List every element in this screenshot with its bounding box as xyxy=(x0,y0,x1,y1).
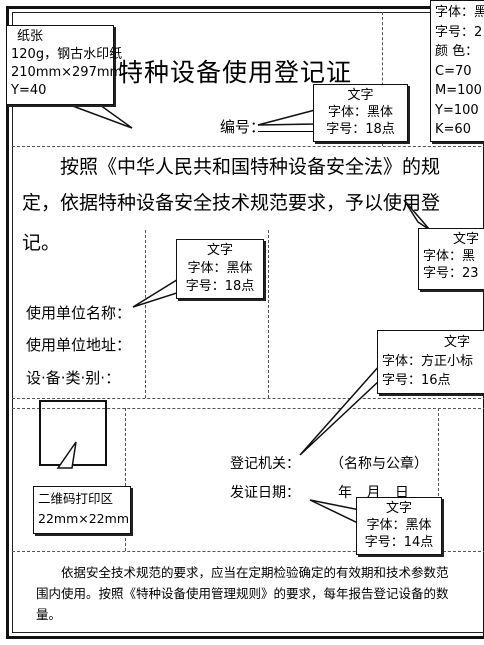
guide-line xyxy=(12,146,484,147)
color-callout-line: 字体：黑 xyxy=(435,5,484,20)
authority-callout-line: 字号：16点 xyxy=(382,373,451,388)
authority-callout-line: 字体：方正小标 xyxy=(382,354,474,369)
issue-date-label: 发证日期： xyxy=(230,485,300,501)
fields-callout-line: 文字 xyxy=(206,243,233,258)
guide-line xyxy=(145,230,146,398)
color-callout-line: Y=100 xyxy=(435,102,479,118)
unit-name-label: 使用单位名称： xyxy=(26,304,132,322)
color-callout-line: 字号：2 xyxy=(435,24,483,40)
serial-callout-line: 字号：18点 xyxy=(326,122,395,137)
sign-callout-line: 文字 xyxy=(385,501,412,516)
body-line-3: 记。 xyxy=(22,232,61,254)
paper-callout-line: 120g，钢古水印纸 xyxy=(11,47,123,62)
sign-font-callout: 文字 字体：黑体 字号：14点 xyxy=(356,497,442,555)
authority-callout-tail xyxy=(299,363,381,456)
guide-line xyxy=(382,12,383,146)
serial-font-callout: 文字 字体：黑体 字号：18点 xyxy=(313,84,408,142)
sign-callout-tail xyxy=(309,499,361,526)
color-spec-callout: 字体：黑 字号：2 颜 色： C=70 M=100 Y=100 K=60 xyxy=(430,0,484,142)
authority-font-callout: 文字 字体：方正小标 字号：16点 xyxy=(377,330,484,394)
color-callout-line: C=70 xyxy=(435,63,472,79)
fields-callout-tail xyxy=(132,276,181,308)
authority-callout-line: 文字 xyxy=(444,335,471,350)
body-line-2: 定，依据特种设备安全技术规范要求，予以使用登 xyxy=(22,192,441,214)
serial-underline xyxy=(258,131,313,132)
paper-spec-callout: 纸张 120g，钢古水印纸 210mm×297mm Y=40 xyxy=(6,25,123,105)
guide-line xyxy=(12,408,484,409)
body-callout-line: 字号：23 xyxy=(423,266,479,281)
body-callout-tail xyxy=(403,199,431,231)
document-title: 特种设备使用登记证 xyxy=(118,58,353,87)
color-callout-line: K=60 xyxy=(435,122,471,137)
device-category-label: 设·备·类·别·： xyxy=(26,369,121,387)
body-callout-line: 文字 xyxy=(453,232,480,247)
sign-callout-line: 字体：黑体 xyxy=(366,518,432,533)
sign-callout-line: 字号：14点 xyxy=(364,535,434,550)
qr-callout-line: 二维码打印区 xyxy=(38,491,114,506)
fields-font-callout: 文字 字体：黑体 字号：18点 xyxy=(176,239,264,299)
body-callout-line: 字体：黑 xyxy=(423,249,476,264)
footer-note: 依据安全技术规范的要求，应当在定期检验确定的有效期和技术参数范围内使用。按照《特… xyxy=(36,565,449,622)
fields-callout-line: 字号：18点 xyxy=(185,279,255,294)
guide-line xyxy=(12,398,484,399)
body-line-1: 按照《中华人民共和国特种设备安全法》的规 xyxy=(60,156,441,178)
fields-callout-line: 字体：黑体 xyxy=(187,261,253,276)
inner-border xyxy=(12,12,484,633)
paper-callout-line: 纸张 xyxy=(17,29,44,44)
paper-callout-line: 210mm×297mm xyxy=(11,65,123,80)
serial-callout-tail xyxy=(257,109,316,126)
unit-address-label: 使用单位地址： xyxy=(26,336,132,354)
registration-authority-label: 登记机关： xyxy=(230,456,300,472)
guide-line xyxy=(438,408,439,551)
qr-callout-tail xyxy=(56,441,77,469)
serial-callout-line: 文字 xyxy=(347,88,374,103)
serial-label: 编号： xyxy=(220,118,266,136)
qr-callout-line: 22mm×22mm xyxy=(38,511,129,526)
guide-line xyxy=(12,551,484,552)
body-font-callout: 文字 字体：黑 字号：23 xyxy=(418,228,484,290)
paper-callout-tail xyxy=(69,104,133,129)
qr-spec-callout: 二维码打印区 22mm×22mm xyxy=(33,486,131,534)
guide-line xyxy=(268,230,269,398)
guide-line xyxy=(125,408,126,551)
registration-authority-value: （名称与公章） xyxy=(330,456,428,472)
serial-callout-line: 字体：黑体 xyxy=(327,105,393,120)
color-callout-line: M=100 xyxy=(435,83,482,98)
paper-callout-line: Y=40 xyxy=(11,83,47,98)
color-callout-line: 颜 色： xyxy=(435,44,479,59)
